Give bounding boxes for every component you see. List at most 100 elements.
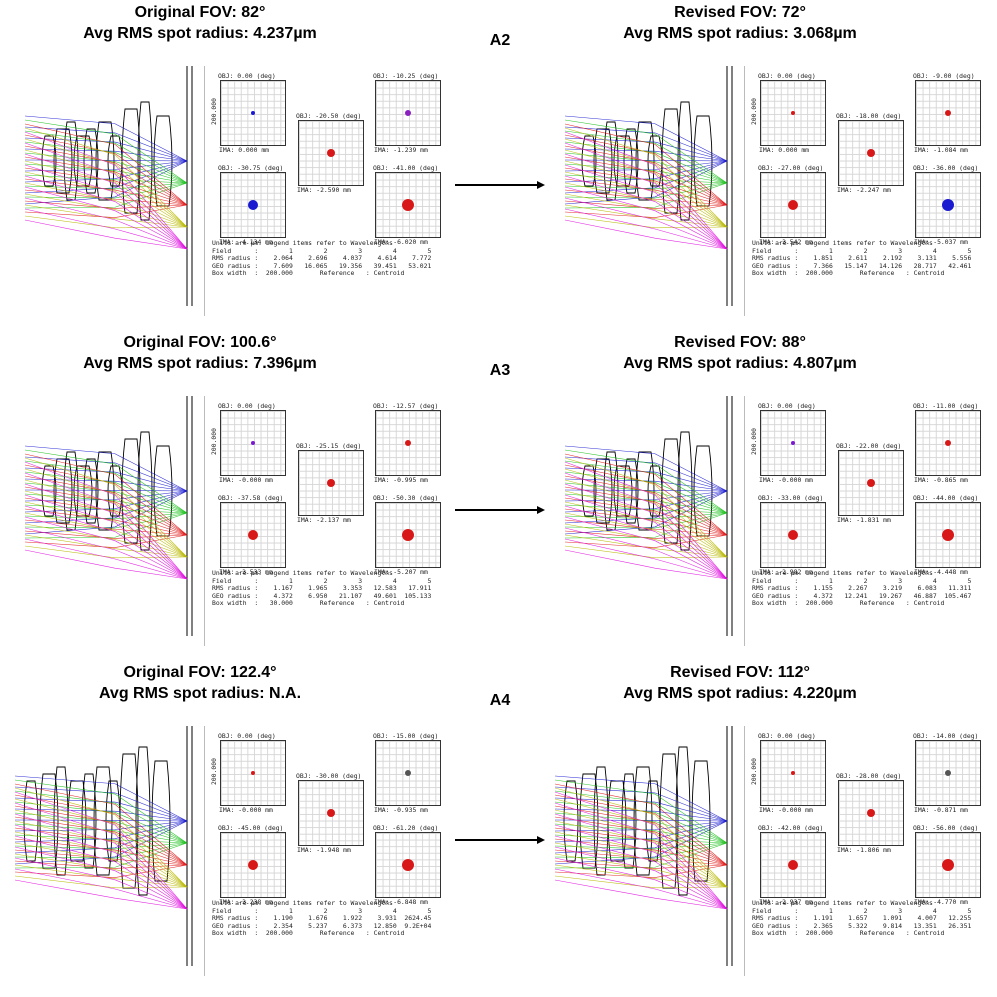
- ray: [554, 868, 728, 910]
- spot-diagram-box: OBJ: -61.20 (deg)IMA: -6.848 mm: [373, 824, 441, 906]
- ray: [564, 119, 728, 184]
- ray: [554, 786, 728, 822]
- ray: [564, 175, 728, 250]
- spot-marker: [942, 199, 954, 211]
- ray: [24, 482, 188, 514]
- ray: [24, 505, 188, 580]
- ray: [554, 812, 728, 844]
- ray: [24, 449, 188, 514]
- field-angle-label: OBJ: 0.00 (deg): [758, 732, 816, 740]
- spot-diagram-box: OBJ: -30.00 (deg)IMA: -1.948 mm: [296, 772, 364, 854]
- legend-line: GEO radius : 2.354 5.237 6.373 12.850 9.…: [212, 921, 432, 930]
- image-height-label: IMA: -0.871 mm: [914, 806, 968, 814]
- lens-element: [137, 431, 153, 551]
- ray: [564, 479, 728, 558]
- ray: [24, 538, 188, 580]
- lens-element: [603, 451, 619, 531]
- ray: [564, 149, 728, 228]
- ray: [14, 808, 188, 822]
- legend-line: Field : 1 2 3 4 5: [752, 906, 972, 915]
- spot-marker: [405, 440, 411, 446]
- field-angle-label: OBJ: -22.00 (deg): [836, 442, 902, 450]
- ray: [554, 831, 728, 888]
- spot-marker: [788, 530, 798, 540]
- ray: [564, 123, 728, 206]
- ray: [554, 790, 728, 844]
- ray: [14, 857, 188, 910]
- lens-element: [53, 128, 73, 194]
- ray: [564, 460, 728, 514]
- ray: [554, 820, 728, 832]
- ray: [24, 219, 188, 250]
- spot-diagram-box: OBJ: -41.00 (deg)IMA: -6.020 mm: [373, 164, 441, 246]
- scale-label: 200.000: [750, 758, 758, 785]
- ray: [14, 842, 188, 888]
- image-height-label: IMA: -0.995 mm: [374, 476, 428, 484]
- lens-element: [95, 121, 115, 201]
- lens-element: [661, 438, 681, 544]
- spot-marker: [791, 441, 795, 445]
- ray: [554, 819, 728, 822]
- ray: [14, 794, 188, 866]
- ray: [564, 163, 728, 184]
- ray: [24, 153, 188, 250]
- ray: [14, 879, 188, 910]
- scale-label: 200.000: [750, 428, 758, 455]
- ray: [24, 130, 188, 184]
- ray: [564, 449, 728, 514]
- ray: [14, 824, 188, 910]
- lens-element: [137, 101, 153, 221]
- field-angle-label: OBJ: -14.00 (deg): [913, 732, 979, 740]
- image-height-label: IMA: -2.590 mm: [297, 186, 351, 194]
- ray: [24, 123, 188, 206]
- ray: [564, 501, 728, 558]
- design-tag: A3: [489, 362, 511, 379]
- separator-line: [744, 396, 745, 646]
- ray: [24, 456, 188, 492]
- ray: [14, 868, 188, 910]
- lens-element: [593, 128, 613, 194]
- spot-marker: [251, 771, 255, 775]
- lens-element: [635, 451, 655, 531]
- spot-marker: [945, 110, 951, 116]
- ray: [554, 835, 728, 910]
- legend-line: RMS radius : 1.190 1.676 1.922 3.931 262…: [212, 914, 432, 923]
- legend-line: Box width : 200.000 Reference : Centroid: [752, 599, 945, 608]
- ray: [14, 816, 188, 866]
- legend-line: Field : 1 2 3 4 5: [212, 246, 432, 255]
- lens-element: [135, 746, 151, 896]
- spot-marker: [248, 530, 258, 540]
- avg-rms-label: Avg RMS spot radius: 4.220µm: [623, 685, 857, 702]
- avg-rms-label: Avg RMS spot radius: N.A.: [98, 685, 302, 702]
- ray: [564, 461, 728, 580]
- ray: [24, 493, 188, 514]
- image-height-label: IMA: -0.000 mm: [759, 476, 813, 484]
- image-height-label: IMA: -1.948 mm: [297, 846, 351, 854]
- ray: [564, 153, 728, 250]
- spot-diagram-box: OBJ: -22.00 (deg)IMA: -1.831 mm: [836, 442, 904, 524]
- field-angle-label: OBJ: -30.75 (deg): [218, 164, 284, 172]
- ray: [554, 838, 728, 866]
- ray: [564, 156, 728, 206]
- ray: [14, 786, 188, 822]
- separator-line: [744, 726, 745, 976]
- ray: [14, 835, 188, 910]
- spot-diagram-box: OBJ: -56.00 (deg)IMA: -4.770 mm: [913, 824, 981, 906]
- ray: [554, 816, 728, 866]
- ray: [24, 479, 188, 558]
- ray: [554, 864, 728, 878]
- spot-marker: [251, 441, 255, 445]
- lens-element: [603, 121, 619, 201]
- ray: [24, 494, 188, 580]
- ray: [14, 787, 188, 888]
- original-title: Original FOV: 100.6°Avg RMS spot radius:…: [70, 332, 330, 374]
- spot-marker: [327, 479, 335, 487]
- ray: [564, 145, 728, 206]
- image-height-label: IMA: -0.935 mm: [374, 806, 428, 814]
